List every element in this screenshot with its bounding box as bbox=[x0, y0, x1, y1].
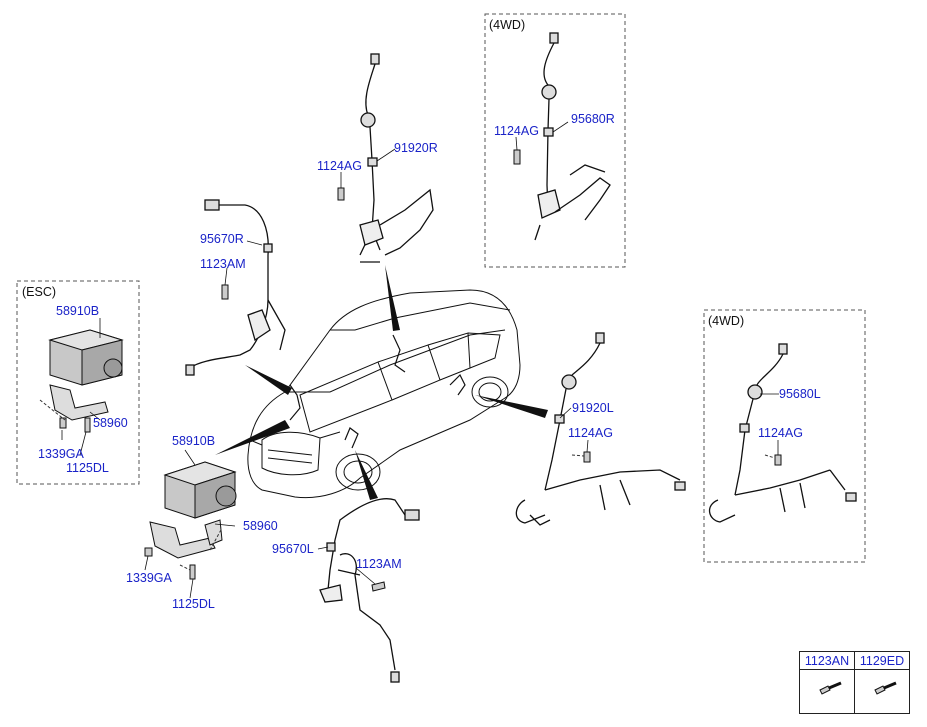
label-1124ag-4wd[interactable]: 1124AG bbox=[494, 124, 539, 138]
car-harness bbox=[289, 334, 466, 449]
bolt-1125dl bbox=[144, 547, 196, 580]
bolt-esc bbox=[59, 417, 91, 433]
label-1125dl-esc[interactable]: 1125DL bbox=[66, 461, 109, 475]
bracket[interactable] bbox=[149, 519, 223, 559]
label-1124ag-top[interactable]: 1124AG bbox=[317, 159, 362, 173]
harness-91920r[interactable] bbox=[359, 53, 434, 263]
label-1124ag-right[interactable]: 1124AG bbox=[758, 426, 803, 440]
label-1125dl[interactable]: 1125DL bbox=[172, 597, 215, 611]
hecu-unit[interactable] bbox=[163, 461, 237, 519]
4wd-right-group-heading: (4WD) bbox=[708, 314, 744, 328]
bracket-esc[interactable] bbox=[49, 384, 109, 421]
leader-lines bbox=[61, 121, 779, 599]
location-pointers bbox=[215, 265, 548, 500]
label-1123am-top[interactable]: 1123AM bbox=[200, 257, 246, 271]
label-58910b-esc[interactable]: 58910B bbox=[56, 304, 99, 318]
legend-cell-1129ed bbox=[855, 670, 909, 714]
label-1123am-bot[interactable]: 1123AM bbox=[356, 557, 402, 571]
4wd-top-group-box bbox=[484, 13, 626, 268]
legend-cell-1123an bbox=[800, 670, 855, 714]
label-95670l[interactable]: 95670L bbox=[272, 542, 314, 556]
label-1339ga[interactable]: 1339GA bbox=[126, 571, 173, 585]
bolt-1123am-bot bbox=[371, 581, 386, 592]
bolt-1123am-top bbox=[221, 284, 229, 300]
bolt-1124ag-right bbox=[774, 454, 782, 466]
bolt-1124ag-4wd bbox=[513, 149, 521, 165]
4wd-right-group-box bbox=[703, 309, 866, 563]
label-58960[interactable]: 58960 bbox=[243, 519, 278, 533]
label-91920r[interactable]: 91920R bbox=[394, 141, 438, 155]
screw-icon bbox=[819, 681, 842, 695]
label-58960-esc[interactable]: 58960 bbox=[93, 416, 128, 430]
hecu-esc-unit[interactable] bbox=[48, 329, 124, 386]
esc-group-box bbox=[16, 280, 140, 485]
bolt-1124ag-mid bbox=[583, 451, 591, 463]
label-1339ga-esc[interactable]: 1339GA bbox=[38, 447, 85, 461]
4wd-top-group-heading: (4WD) bbox=[489, 18, 525, 32]
label-91920l[interactable]: 91920L bbox=[572, 401, 614, 415]
esc-group-heading: (ESC) bbox=[22, 285, 56, 299]
label-95670r[interactable]: 95670R bbox=[200, 232, 244, 246]
label-95680r[interactable]: 95680R bbox=[571, 112, 615, 126]
sensor-95670r[interactable] bbox=[185, 199, 286, 376]
bolt-1124ag-top bbox=[337, 187, 345, 201]
screw-icon bbox=[874, 681, 897, 695]
sensor-95680r[interactable] bbox=[534, 32, 611, 241]
legend-col-1123an[interactable]: 1123AN bbox=[800, 652, 855, 670]
label-58910b[interactable]: 58910B bbox=[172, 434, 215, 448]
vehicle-outline bbox=[247, 289, 521, 499]
sensor-95670l[interactable] bbox=[319, 498, 420, 683]
harness-91920l[interactable] bbox=[515, 332, 686, 526]
fastener-legend: 1123AN 1129ED bbox=[799, 651, 910, 714]
legend-col-1129ed[interactable]: 1129ED bbox=[855, 652, 909, 670]
label-1124ag-mid[interactable]: 1124AG bbox=[568, 426, 613, 440]
sensor-95680l[interactable] bbox=[708, 343, 857, 523]
label-95680l[interactable]: 95680L bbox=[779, 387, 821, 401]
